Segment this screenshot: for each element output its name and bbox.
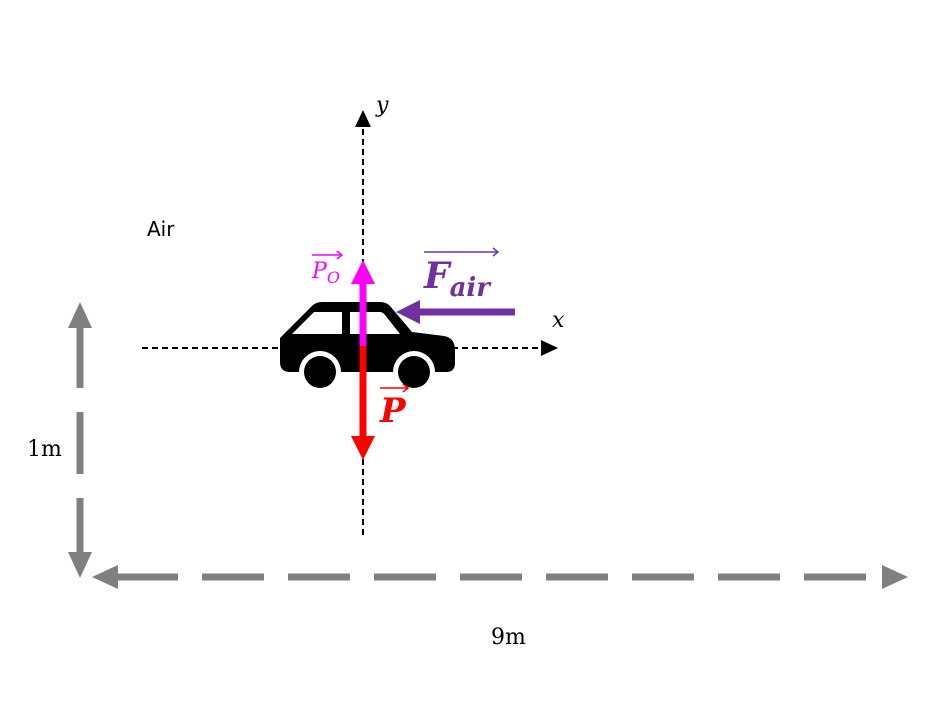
medium-label: Air [147,217,175,241]
force-p0-arrow [351,260,375,346]
y-axis-label: y [375,93,389,118]
height-dimension-label: 1m [27,437,62,462]
force-fair-arrowhead [396,300,420,324]
force-p0-subscript: O [327,268,340,287]
force-p-vector-arrow [380,383,410,393]
force-p0-vector-arrow [312,250,344,260]
width-arrowhead-right [882,565,908,589]
y-axis-arrowhead [355,110,371,127]
x-axis-arrowhead [541,340,558,356]
width-dimension-arrow [92,565,908,589]
width-dimension-label: 9m [491,625,526,650]
width-arrowhead-left [92,565,118,589]
force-fair-text: Fair [423,255,492,303]
force-p-text: P [379,391,407,431]
car-icon [280,302,455,393]
force-p-arrow [351,346,375,460]
height-dimension-arrow [68,302,92,578]
force-fair-vector-arrow [424,247,500,257]
force-p-arrowhead [351,436,375,460]
x-axis-label: x [552,308,565,333]
force-fair-label: Fair [423,247,500,303]
force-fair-subscript: air [450,273,493,303]
force-p0-base: P [311,259,328,284]
force-p-label: P [379,383,410,431]
force-fair-arrow [396,300,515,324]
height-arrowhead-top [68,302,92,328]
force-p0-arrowhead [351,260,375,284]
height-arrowhead-bottom [68,552,92,578]
force-p0-text: PO [311,259,340,287]
force-fair-base: F [423,255,452,297]
force-p0-label: PO [311,250,344,287]
